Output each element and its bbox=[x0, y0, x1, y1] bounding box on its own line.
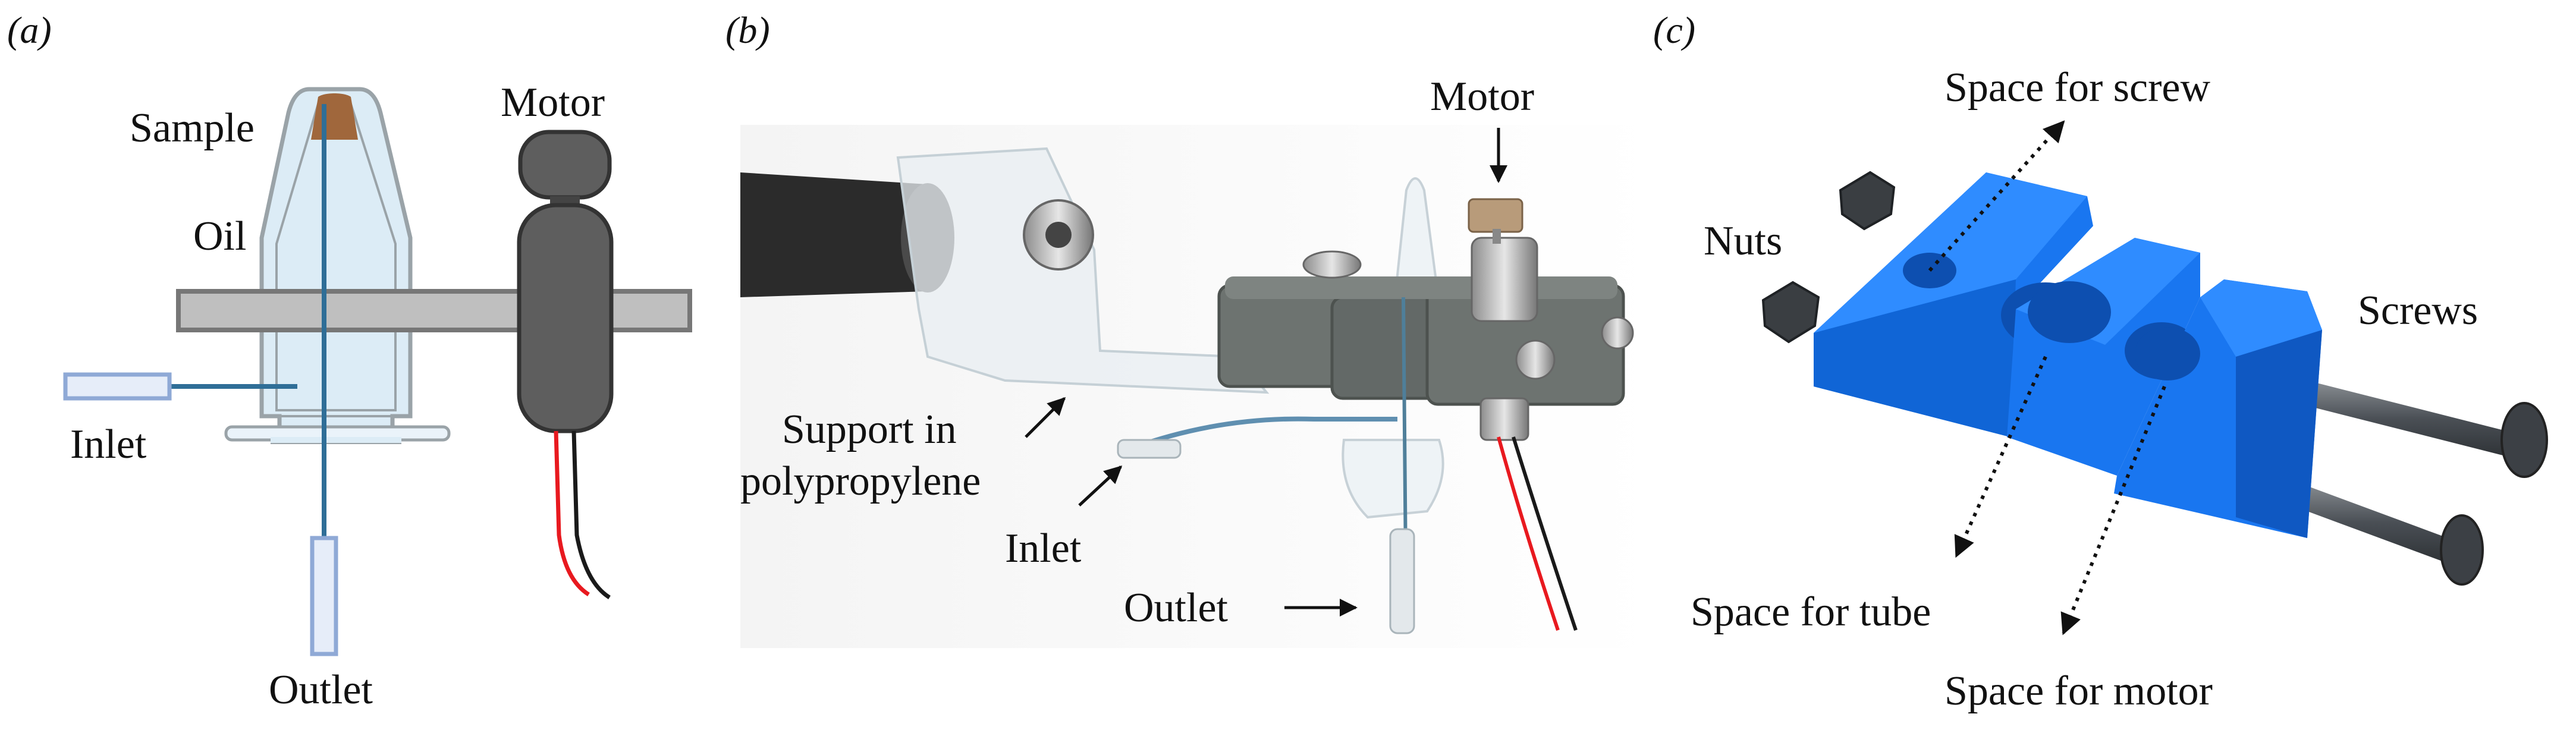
screw-lower bbox=[2288, 482, 2484, 586]
sample-tube bbox=[224, 87, 451, 444]
tube-bottom-clear bbox=[1342, 439, 1444, 519]
dotted-arrow-tube bbox=[1954, 356, 2047, 558]
outlet-connector bbox=[310, 536, 338, 656]
label-motor-a: Motor bbox=[501, 80, 605, 125]
dark-cylinder bbox=[740, 172, 928, 297]
motor-cap bbox=[518, 130, 612, 200]
nut-lower bbox=[1761, 281, 1820, 344]
label-inlet-a: Inlet bbox=[70, 422, 147, 467]
holder-screw-side bbox=[1601, 316, 1634, 350]
holder-block-left bbox=[1217, 284, 1349, 388]
tube-half-hole-right bbox=[2028, 281, 2111, 343]
dotted-arrow-motor bbox=[2060, 385, 2166, 636]
label-motor-b: Motor bbox=[1430, 74, 1534, 120]
label-space-for-tube: Space for tube bbox=[1691, 589, 1931, 635]
arrow-inlet-b bbox=[1078, 465, 1123, 507]
clear-tube bbox=[1393, 177, 1441, 304]
tube-foot bbox=[271, 437, 401, 443]
label-sample: Sample bbox=[130, 105, 255, 151]
outlet-connector-photo bbox=[1389, 528, 1415, 634]
label-outlet-a: Outlet bbox=[269, 667, 373, 713]
wire-black bbox=[571, 430, 611, 599]
label-space-for-screw: Space for screw bbox=[1944, 65, 2210, 111]
motor-half-hole-right bbox=[2135, 327, 2200, 380]
motor-wire-black bbox=[1512, 436, 1578, 631]
panel-c-label: (c) bbox=[1653, 9, 1695, 51]
vibration-motor-weight bbox=[1468, 198, 1523, 233]
sample-fill bbox=[311, 93, 358, 140]
inlet-connector bbox=[63, 372, 172, 401]
arrow-support bbox=[1025, 397, 1066, 438]
panel-b: (b) bbox=[725, 9, 1656, 648]
motor-schematic bbox=[517, 130, 614, 599]
label-space-for-motor: Space for motor bbox=[1944, 668, 2213, 714]
wire-red bbox=[554, 430, 590, 596]
blue-block-right bbox=[2114, 279, 2322, 538]
support-screw-socket bbox=[1045, 222, 1072, 248]
panel-b-label: (b) bbox=[725, 9, 770, 51]
label-inlet-b: Inlet bbox=[1005, 526, 1082, 571]
label-support-line2: polypropylene bbox=[740, 458, 981, 504]
holder-screw-front bbox=[1515, 339, 1556, 380]
nut-upper bbox=[1839, 171, 1896, 231]
screw-upper bbox=[2301, 380, 2548, 478]
holder-screw-top bbox=[1302, 250, 1362, 279]
label-oil: Oil bbox=[193, 213, 246, 259]
panel-c: (c) bbox=[1653, 9, 2548, 714]
motor-body bbox=[517, 203, 614, 433]
label-screws: Screws bbox=[2358, 288, 2478, 334]
vibration-motor-shaft bbox=[1493, 229, 1501, 244]
holder-top-face bbox=[1225, 276, 1617, 299]
vibration-motor-bottom bbox=[1479, 397, 1529, 441]
holder-block-middle bbox=[1330, 295, 1444, 400]
panel-a-label: (a) bbox=[7, 9, 52, 51]
motor-wire-red bbox=[1497, 436, 1560, 631]
label-nuts: Nuts bbox=[1704, 218, 1782, 264]
vibration-motor-can bbox=[1471, 237, 1538, 322]
label-outlet-b: Outlet bbox=[1124, 585, 1229, 631]
label-support-line1: Support in bbox=[782, 407, 957, 452]
panel-a: (a) Sample Oil Motor bbox=[7, 9, 692, 713]
inlet-connector-photo bbox=[1117, 439, 1182, 459]
